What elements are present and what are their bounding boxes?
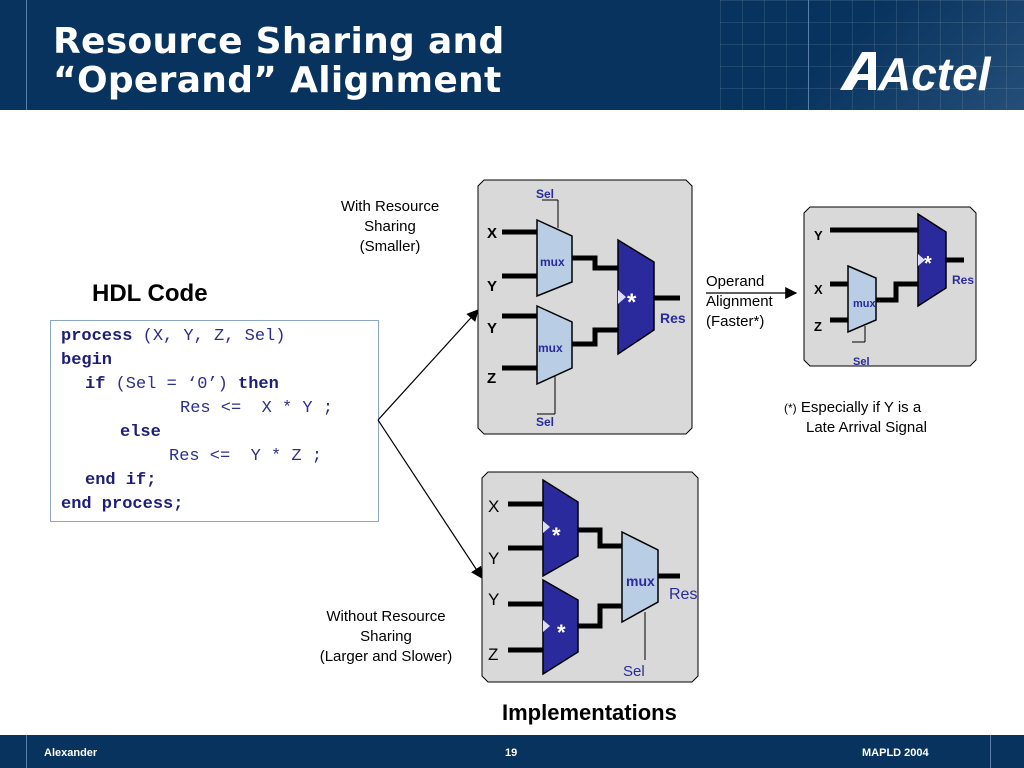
code-line: process (X, Y, Z, Sel) xyxy=(61,325,285,349)
note-text: Especially if Y is a xyxy=(800,399,922,416)
slide-footer: Alexander 19 MAPLD 2004 xyxy=(0,735,1024,768)
caption-line: Operand xyxy=(706,273,765,290)
code-keyword: begin xyxy=(61,351,113,370)
mux-output-label: mux xyxy=(626,573,655,589)
input-y: Y xyxy=(814,228,823,243)
code-line: if (Sel = ‘0’) then xyxy=(85,373,279,397)
code-line: end process; xyxy=(61,493,183,517)
footer-divider xyxy=(990,735,991,768)
mux-upper-label: mux xyxy=(540,255,565,269)
mux-aligned-label: mux xyxy=(853,298,877,310)
res-label: Res xyxy=(669,586,697,603)
caption-line: With Resource xyxy=(340,198,440,215)
code-keyword: process xyxy=(61,327,133,346)
multiplier-upper xyxy=(542,478,579,578)
footer-author: Alexander xyxy=(44,747,98,759)
code-line: begin xyxy=(61,349,112,373)
code-text: (Sel = ‘0’) xyxy=(105,375,239,394)
code-text: Res <= Y * Z ; xyxy=(169,447,323,466)
note-mark: (*) xyxy=(784,401,797,415)
mux-lower-label: mux xyxy=(538,341,563,355)
code-line: else xyxy=(120,421,161,445)
mux-output xyxy=(621,530,659,624)
sel-label: Sel xyxy=(623,663,645,680)
code-text: Res <= X * Y ; xyxy=(180,399,334,418)
no-sharing-caption: Without Resource Sharing (Larger and Slo… xyxy=(296,607,476,667)
caption-line: Sharing xyxy=(360,628,412,645)
input-x: X xyxy=(814,282,823,297)
arrow-to-no-sharing xyxy=(377,419,483,580)
input-y1: Y xyxy=(488,549,499,568)
mux-aligned xyxy=(847,264,877,334)
code-line: Res <= X * Y ; xyxy=(180,397,333,421)
mux-lower xyxy=(536,304,573,386)
operand-alignment-label: Operand Alignment (Faster*) xyxy=(706,272,796,332)
input-x: X xyxy=(488,497,499,516)
input-y2: Y xyxy=(487,320,497,337)
mux-upper xyxy=(536,218,573,298)
multiplier-symbol: * xyxy=(924,253,932,275)
code-keyword: then xyxy=(238,375,279,394)
caption-line: (Smaller) xyxy=(359,238,421,255)
multiplier-shared xyxy=(617,238,655,356)
res-label: Res xyxy=(660,310,686,326)
caption-line: Without Resource xyxy=(326,608,446,625)
sharing-panel: Sel X Y Y Z mux mux * Res Sel xyxy=(477,179,693,435)
multiplier-upper-symbol: * xyxy=(552,523,561,548)
header-divider xyxy=(808,0,809,110)
multiplier-lower xyxy=(542,578,579,676)
code-keyword: if xyxy=(85,375,106,394)
title-line-1: Resource Sharing and xyxy=(53,21,505,62)
code-keyword: end if; xyxy=(85,471,157,490)
aligned-panel: Y X Z mux Sel * Res xyxy=(803,206,977,368)
note-line: Late Arrival Signal xyxy=(806,419,927,436)
input-z: Z xyxy=(487,370,496,387)
code-keyword: end process; xyxy=(61,495,184,514)
hdl-code-block: process (X, Y, Z, Sel) begin if (Sel = ‘… xyxy=(50,320,379,522)
footer-event: MAPLD 2004 xyxy=(862,747,929,759)
input-y1: Y xyxy=(487,278,497,295)
logo-text: Actel xyxy=(877,48,992,100)
sharing-caption: With Resource Sharing (Smaller) xyxy=(320,197,460,257)
code-line: end if; xyxy=(85,469,156,493)
input-z: Z xyxy=(814,319,822,334)
no-sharing-panel: X Y Y Z * * mux Res Sel xyxy=(481,471,699,683)
implementations-label: Implementations xyxy=(502,700,677,725)
code-keyword: else xyxy=(120,423,161,442)
header-divider xyxy=(26,0,27,110)
multiplier-lower-symbol: * xyxy=(557,620,566,645)
note-line: (*) Especially if Y is a xyxy=(784,398,964,418)
caption-line: Alignment xyxy=(706,293,773,310)
title-line-2: “Operand” Alignment xyxy=(53,60,502,101)
res-label: Res xyxy=(952,273,974,287)
multiplier-aligned xyxy=(917,212,947,308)
footer-divider xyxy=(26,735,27,768)
code-line: Res <= Y * Z ; xyxy=(169,445,322,469)
input-x: X xyxy=(487,225,497,242)
code-text: (X, Y, Z, Sel) xyxy=(132,327,286,346)
footer-page-number: 19 xyxy=(505,747,518,759)
late-arrival-note: (*) Especially if Y is a Late Arrival Si… xyxy=(784,398,964,438)
caption-line: (Larger and Slower) xyxy=(319,648,453,665)
sel-label: Sel xyxy=(853,356,870,368)
multiplier-symbol: * xyxy=(627,289,637,316)
hdl-code-title: HDL Code xyxy=(92,280,208,307)
slide-header: Resource Sharing and “Operand” Alignment… xyxy=(0,0,1024,110)
input-z: Z xyxy=(488,645,498,664)
sel-bottom-label: Sel xyxy=(536,415,554,429)
arrow-to-sharing xyxy=(377,309,479,421)
slide-title: Resource Sharing and “Operand” Alignment xyxy=(53,22,505,100)
actel-logo: Actel xyxy=(840,48,992,100)
input-y2: Y xyxy=(488,590,499,609)
sel-top-label: Sel xyxy=(536,187,554,201)
caption-line: (Faster*) xyxy=(706,313,765,330)
caption-line: Sharing xyxy=(364,218,416,235)
